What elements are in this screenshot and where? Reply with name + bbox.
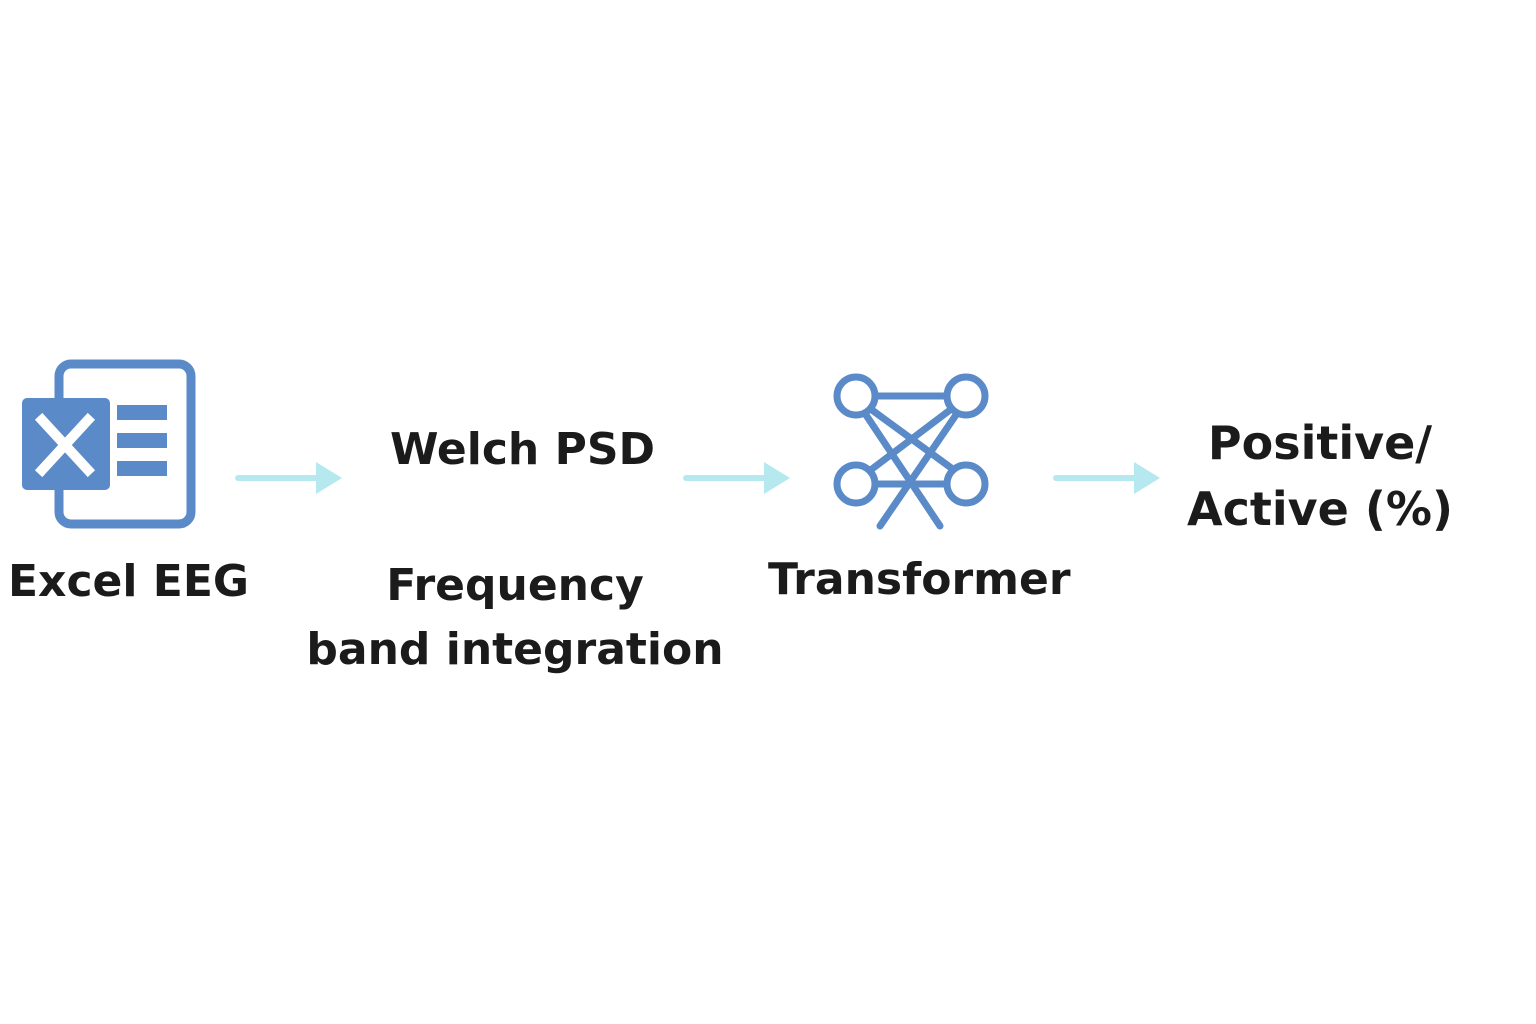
- step-label-excel-eeg: Excel EEG: [8, 556, 249, 607]
- output-line: Positive/ Active (%): [1187, 416, 1453, 536]
- step-label-frequency-band-integration: Frequency band integration: [300, 554, 730, 682]
- freq-line: Frequency band integration: [306, 560, 724, 675]
- excel-icon: [22, 359, 196, 529]
- step-label-welch-psd: Welch PSD: [389, 424, 656, 475]
- step-label-transformer: Transformer: [768, 554, 1071, 605]
- flow-arrow: [1053, 462, 1160, 494]
- flow-arrow: [683, 462, 790, 494]
- flow-arrow: [235, 462, 342, 494]
- transformer-icon: [833, 373, 989, 530]
- step-label-positive-active: Positive/ Active (%): [1180, 410, 1460, 542]
